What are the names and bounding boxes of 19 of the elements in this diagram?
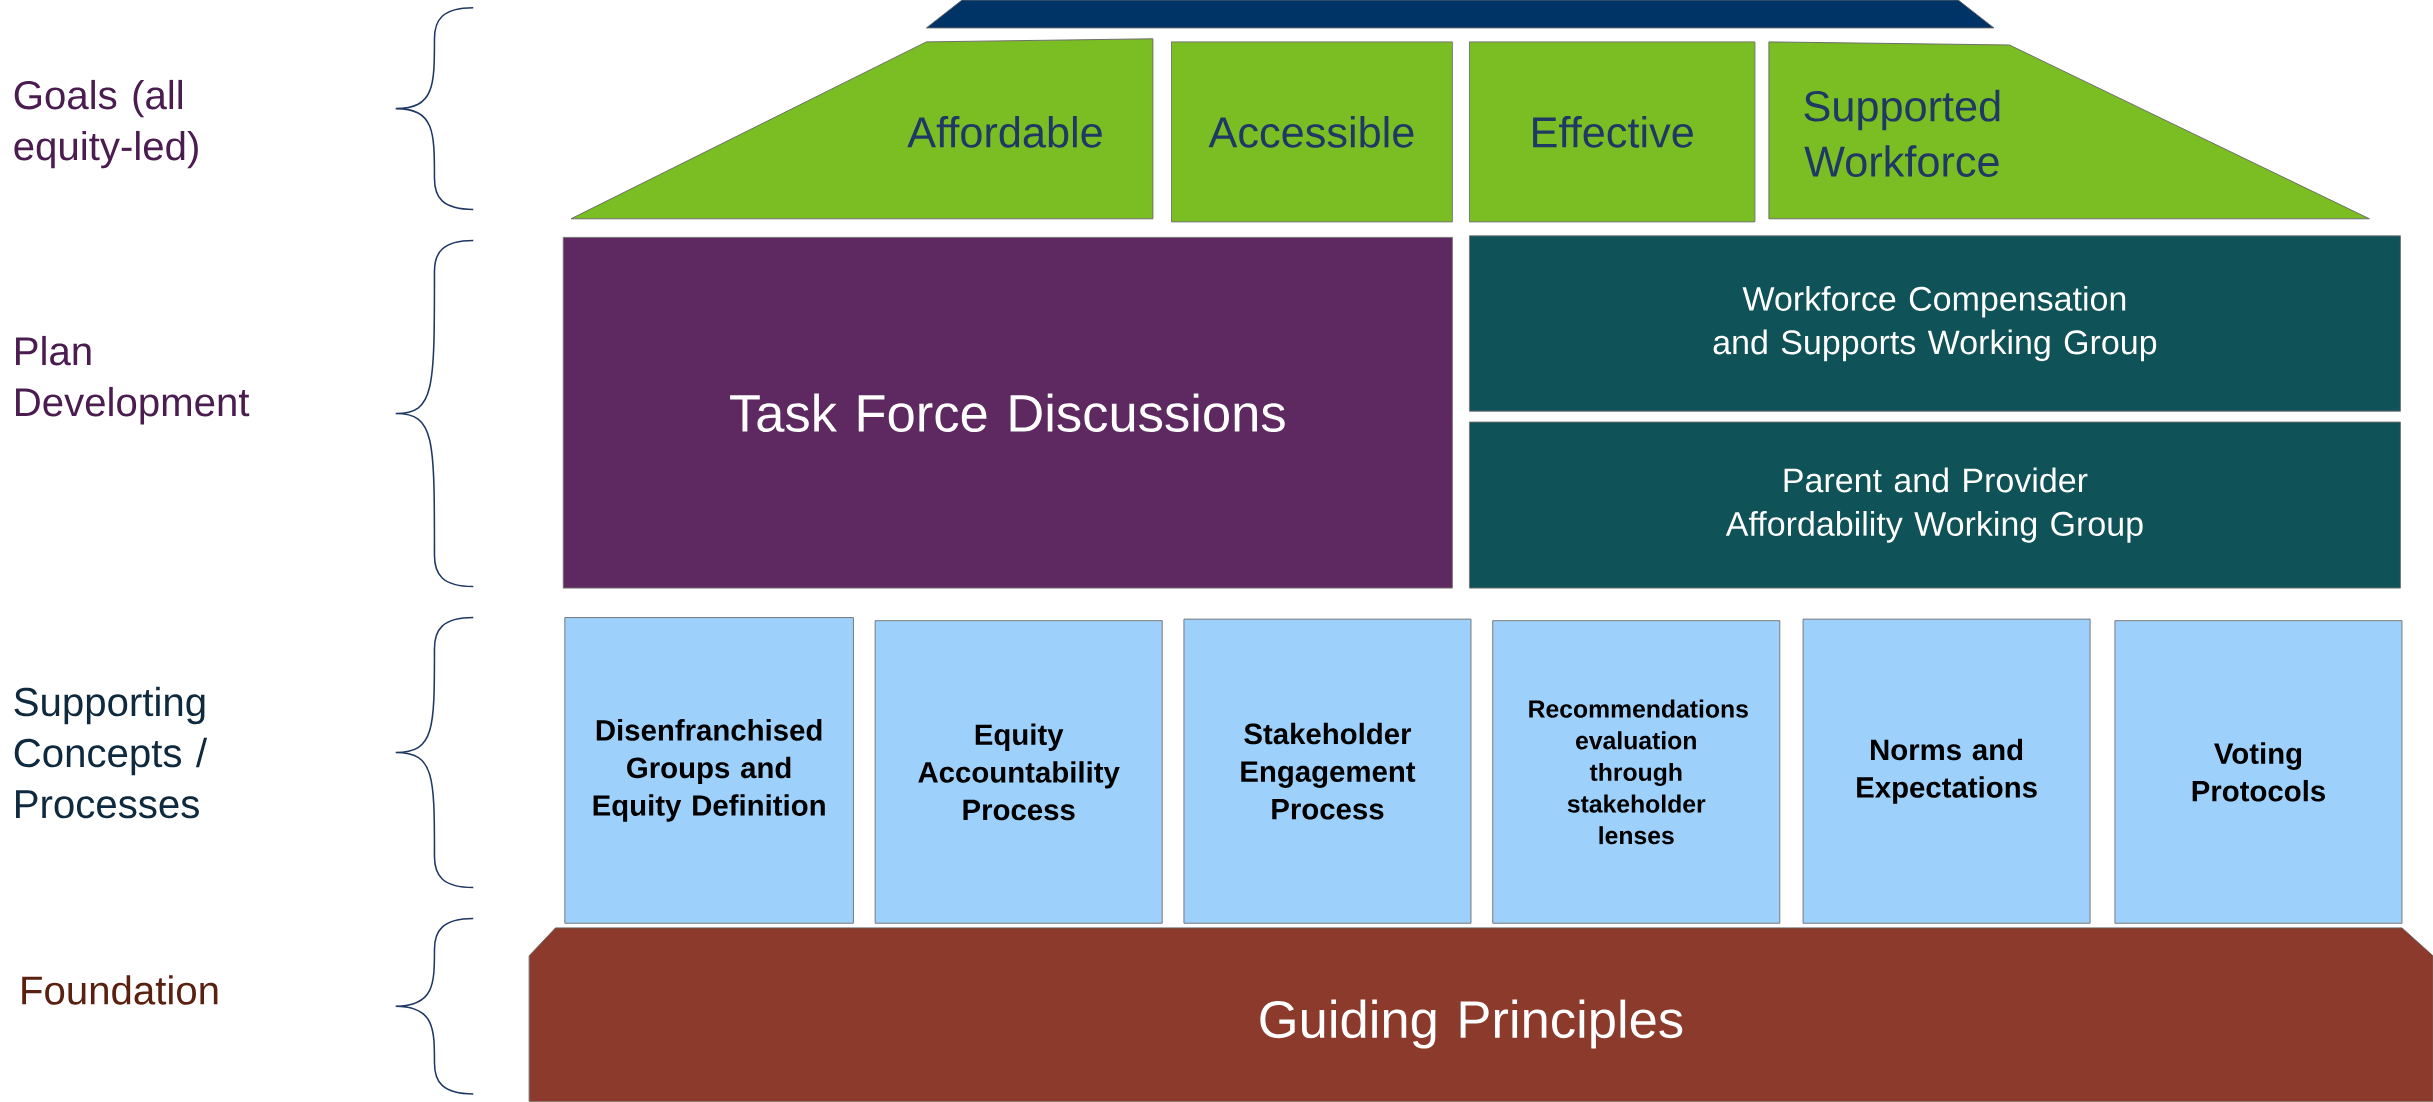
concept-pillar: Recommendations evaluation through stakeholder lenses — [1492, 620, 1781, 924]
concept-pillar: Voting Protocols — [2114, 620, 2403, 924]
foundation-band: Guiding Principles — [528, 927, 2433, 1102]
row-label: Plan Development — [16, 336, 250, 425]
goal-band: Affordable — [570, 38, 1154, 220]
task-force-box: Task Force Discussions — [562, 237, 1453, 589]
goal-box: Accessible — [1171, 41, 1453, 223]
working-group-box: Parent and Provider Affordability Working Group — [1468, 421, 2401, 589]
goal-box: Effective — [1468, 41, 1756, 223]
roof-band — [925, 0, 1995, 29]
row-label: Foundation — [22, 975, 218, 1005]
row-label: Goals (all equity-led) — [14, 80, 198, 169]
concept-pillar: Equity Accountability Process — [874, 620, 1163, 924]
goal-band: Supported Workforce — [1768, 41, 2370, 220]
concept-pillar: Norms and Expectations — [1802, 618, 2091, 924]
concept-pillar: Stakeholder Engagement Process — [1183, 618, 1472, 924]
concept-pillar: Disenfranchised Groups and Equity Definition — [564, 617, 854, 924]
working-group-box: Workforce Compensation and Supports Working Group — [1468, 235, 2401, 412]
row-label: Supporting Concepts / Processes — [14, 686, 208, 819]
